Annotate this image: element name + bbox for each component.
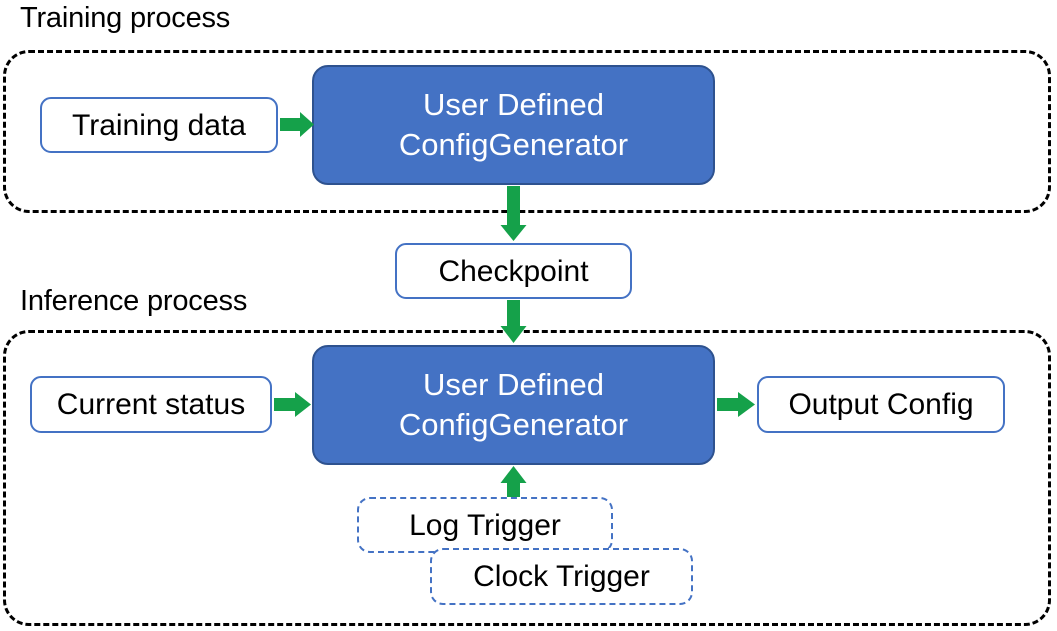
inference-config-generator-line1: User Defined (423, 367, 604, 403)
training-config-generator-line2: ConfigGenerator (398, 127, 629, 162)
inference-config-generator-line2: ConfigGenerator (398, 407, 629, 442)
inference-config-generator-box[interactable]: User Defined ConfigGenerator (312, 345, 715, 465)
training-config-generator-box[interactable]: User Defined ConfigGenerator (312, 65, 715, 185)
training-process-container (3, 50, 1051, 213)
training-data-box[interactable]: Training data (40, 97, 278, 153)
output-config-box[interactable]: Output Config (757, 376, 1005, 433)
training-process-caption: Training process (20, 2, 231, 34)
inference-process-caption: Inference process (20, 285, 248, 317)
inference-process-container (3, 330, 1051, 626)
current-status-box[interactable]: Current status (30, 376, 272, 433)
training-config-generator-line1: User Defined (423, 87, 604, 123)
checkpoint-box[interactable]: Checkpoint (395, 243, 632, 299)
clock-trigger-box[interactable]: Clock Trigger (430, 548, 693, 605)
log-trigger-box[interactable]: Log Trigger (357, 497, 613, 553)
